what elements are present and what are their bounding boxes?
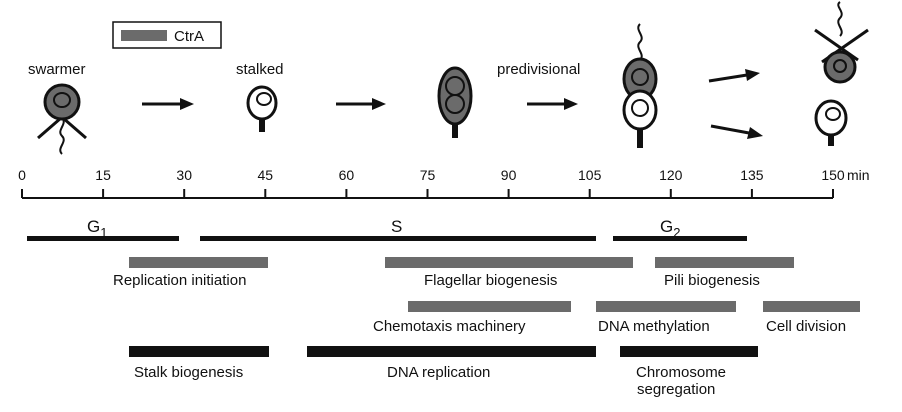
axis-tick-label: 0 [18, 167, 26, 183]
label-stalk-biogenesis: Stalk biogenesis [134, 364, 243, 381]
phase-label-g1: G1 [87, 217, 107, 240]
axis-tick-label: 75 [420, 167, 436, 183]
stalked-cell-icon [246, 85, 278, 132]
phase-label-s: S [391, 217, 402, 236]
bar-cell-division [763, 301, 860, 312]
arrow-4 [708, 73, 748, 83]
bar-replication-initiation [129, 257, 268, 268]
bar-flagellar-biogenesis [385, 257, 633, 268]
arrow-2-head [372, 98, 386, 110]
stage-label-predivisional: predivisional [497, 61, 580, 78]
label-flagellar-biogenesis: Flagellar biogenesis [424, 272, 557, 289]
arrow-5-head [747, 127, 763, 139]
stage-label-stalked: stalked [236, 61, 284, 78]
bar-chromosome-segregation [620, 346, 758, 357]
arrow-5 [710, 124, 750, 135]
axis-tick-label: 150 [821, 167, 845, 183]
legend-swatch [121, 30, 167, 41]
axis-tick-label: 120 [659, 167, 683, 183]
legend: CtrA [112, 21, 222, 49]
label-dna-methylation: DNA methylation [598, 318, 710, 335]
process-labels: Replication initiation Flagellar biogene… [113, 272, 846, 398]
predivisional-cell-icon [622, 23, 658, 148]
label-chemotaxis-machinery: Chemotaxis machinery [373, 318, 526, 335]
label-chromosome-segregation-line1: Chromosome [636, 364, 726, 381]
process-bars [129, 257, 860, 357]
label-pili-biogenesis: Pili biogenesis [664, 272, 760, 289]
bar-stalk-biogenesis [129, 346, 269, 357]
arrow-4-head [745, 69, 760, 81]
phase-bar-g2 [613, 236, 747, 241]
axis-tick-label: 15 [95, 167, 111, 183]
axis-unit-label: min [847, 167, 870, 183]
arrow-1-head [180, 98, 194, 110]
early-predivisional-cell-icon [437, 66, 473, 138]
bar-dna-replication [307, 346, 596, 357]
legend-label: CtrA [174, 28, 204, 45]
phase-label-g2: G2 [660, 217, 680, 240]
daughter-stalked-cell-icon [814, 99, 848, 146]
phase-bar-g1 [27, 236, 179, 241]
progression-arrows [142, 69, 763, 139]
phase-bar-s [200, 236, 596, 241]
bar-pili-biogenesis [655, 257, 794, 268]
bar-dna-methylation [596, 301, 736, 312]
label-cell-division: Cell division [766, 318, 846, 335]
label-dna-replication: DNA replication [387, 364, 490, 381]
axis-tick-label: 60 [339, 167, 355, 183]
axis-tick-label: 105 [578, 167, 602, 183]
stage-label-swarmer: swarmer [28, 61, 86, 78]
cell-cycle-phases: G1 S G2 [27, 217, 747, 241]
swarmer-cell-icon [37, 83, 87, 155]
axis-tick-label: 30 [176, 167, 192, 183]
label-replication-initiation: Replication initiation [113, 272, 246, 289]
axis-tick-label: 135 [740, 167, 764, 183]
daughter-swarmer-cell-icon [814, 1, 869, 84]
label-chromosome-segregation-line2: segregation [637, 381, 715, 398]
axis-tick-label: 90 [501, 167, 517, 183]
bar-chemotaxis-machinery [408, 301, 571, 312]
arrow-3-head [564, 98, 578, 110]
axis-tick-label: 45 [258, 167, 274, 183]
